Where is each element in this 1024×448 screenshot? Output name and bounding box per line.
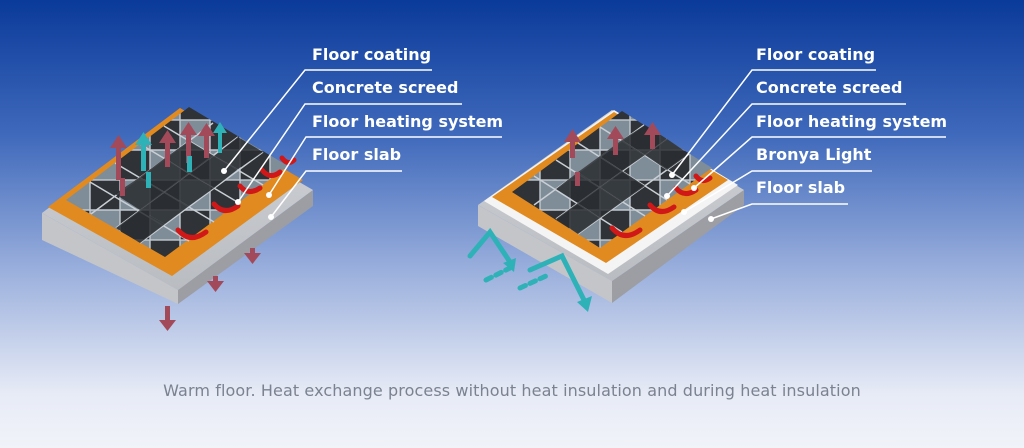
dark-tiles — [556, 125, 689, 234]
reflected-arrow-heads-right — [503, 258, 592, 312]
reflected-arrows-right — [467, 227, 587, 303]
heating-pipes-right — [609, 173, 713, 238]
label-floor-heating-system-right: Floor heating system — [756, 112, 947, 131]
heat-arrows-up-left — [110, 122, 227, 196]
floor-model-with-insulation: Floor coating Concrete screed Floor heat… — [467, 45, 947, 312]
label-bronya-light-right: Bronya Light — [756, 145, 872, 164]
label-concrete-screed-right: Concrete screed — [756, 78, 902, 97]
floor-slab-left-face — [478, 205, 612, 303]
label-floor-coating-left: Floor coating — [312, 45, 431, 64]
heat-arrows-down-left — [159, 248, 261, 331]
floor-slab-left-face — [42, 213, 178, 304]
label-floor-coating-right: Floor coating — [756, 45, 875, 64]
label-concrete-screed-left: Concrete screed — [312, 78, 458, 97]
diagram-caption: Warm floor. Heat exchange process withou… — [163, 381, 861, 400]
leader-lines-left — [221, 69, 502, 220]
floor-model-without-insulation: Floor coating Concrete screed Floor heat… — [42, 45, 503, 331]
heating-pipes-left — [175, 155, 297, 240]
label-floor-slab-left: Floor slab — [312, 145, 401, 164]
floor-slab-front-face — [178, 190, 313, 304]
heat-arrows-up-right — [564, 122, 661, 186]
leader-lines-right — [664, 69, 946, 222]
label-floor-heating-system-left: Floor heating system — [312, 112, 503, 131]
label-floor-slab-right: Floor slab — [756, 178, 845, 197]
dark-tiles — [115, 137, 263, 243]
